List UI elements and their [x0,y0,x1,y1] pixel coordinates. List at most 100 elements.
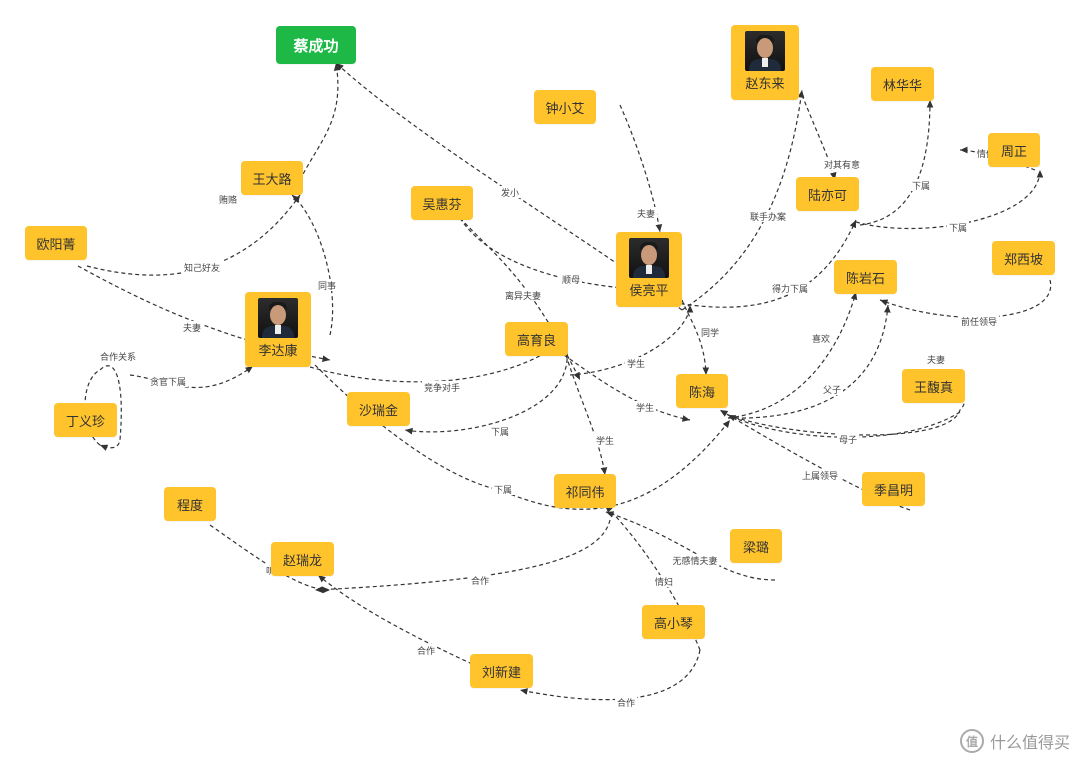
edge-line [565,354,608,476]
edge-label-bg [947,221,969,233]
node-label: 高育良 [516,333,556,349]
edge-label: 母子 [839,435,857,446]
node-zhouzheng: 周正 [988,133,1040,167]
edge-label-bg [653,575,675,587]
node-label: 祁同伟 [565,485,605,501]
edge-label-bg [810,332,832,344]
edge-label-bg [560,273,582,285]
edge-line [314,364,731,510]
edge-label: 顺母 [562,275,580,286]
edge-label: 贪官下属 [150,376,186,388]
node-label: 欧阳菁 [36,237,76,253]
node-label: 陆亦可 [807,188,847,204]
edge-label: 合作关系 [100,351,136,363]
edge-label: 情妇 [655,576,673,588]
edge-line [317,574,486,671]
edge-label-bg [182,261,222,273]
edge-line [604,504,701,651]
edge-line [404,344,568,435]
node-lianglu: 梁璐 [730,529,782,563]
edge-label-bg [181,321,203,333]
node-wuhf: 吴惠芬 [411,186,473,220]
node-liuxj: 刘新建 [470,654,533,688]
edge-label: 学生 [627,358,645,370]
node-label: 蔡成功 [293,36,339,55]
node-label: 林华华 [882,78,922,94]
node-label: 侯亮平 [629,284,669,299]
watermark-text: 什么值得买 [989,733,1070,752]
edge-line [309,339,566,383]
edge-label: 贿赂 [219,194,237,206]
node-wangfz: 王馥真 [902,369,965,403]
edge-label-bg [148,375,188,387]
edge-label: 下属 [491,427,509,438]
edge-line [314,519,611,593]
node-label: 丁义珍 [65,414,105,430]
edge-label-bg [837,433,859,445]
node-linhh: 林华华 [871,67,934,101]
node-qitw: 祁同伟 [554,474,616,508]
edge-line [681,89,805,311]
node-label: 李达康 [258,344,298,359]
edge-label-bg [499,186,521,198]
node-label: 季昌明 [873,483,913,499]
node-luyk: 陆亦可 [796,177,859,211]
edge-line [855,169,1044,230]
node-label: 郑西坡 [1003,252,1043,268]
edge-label: 合作 [417,645,435,657]
edge-label-bg [469,574,491,586]
edge-label: 下属 [494,485,512,496]
node-label: 沙瑞金 [358,403,398,419]
edge-line [879,279,1052,319]
edge-label: 下属 [949,223,967,234]
node-zhaodl: 赵东来 [731,25,799,100]
edge-label-bg [422,381,462,393]
node-label: 赵瑞龙 [282,553,322,569]
portrait-icon [258,298,298,338]
edge-label: 夫妻 [927,354,945,366]
node-label: 陈海 [688,385,715,401]
edge-label-bg [822,158,862,170]
edge-line [801,94,837,181]
node-zhongxa: 钟小艾 [534,90,596,124]
edge-label-bg [503,289,543,301]
edge-label-bg [910,179,932,191]
edge-label-bg [98,350,138,362]
edge-label: 同事 [318,280,336,292]
portrait-icon [745,31,785,71]
edge-line [291,194,334,336]
edge-label-bg [492,483,514,495]
node-chenhai: 陈海 [676,374,728,408]
edge-line [299,62,341,181]
node-label: 吴惠芬 [422,197,462,213]
edge-label: 合作 [617,697,635,709]
node-label: 王大路 [252,172,292,188]
edge-label-bg [959,315,999,327]
edge-label: 夫妻 [637,208,655,220]
node-houlp: 侯亮平 [616,232,682,307]
edge-label: 上属领导 [802,470,838,482]
edge-label-bg [925,353,947,365]
edge-label: 竞争对手 [424,382,460,394]
edge-label-bg [770,282,810,294]
edge-label-bg [594,434,616,446]
node-label: 刘新建 [481,665,521,681]
node-cai: 蔡成功 [276,26,356,64]
edge-label-bg [625,357,647,369]
edge-label-bg [316,279,338,291]
node-label: 王馥真 [913,380,953,396]
node-label: 程度 [176,498,203,514]
node-label: 高小琴 [653,616,693,632]
edge-label-bg [821,383,843,395]
node-zhaorl: 赵瑞龙 [271,542,334,576]
node-gaoyl: 高育良 [505,322,568,356]
watermark-icon: 值 [959,729,984,753]
edge-line [77,265,331,362]
edge-label-bg [699,326,721,338]
edge-line [209,524,331,594]
edge-label-bg [615,696,637,708]
edge-label-bg [217,193,239,205]
edge-label-bg [670,554,720,566]
edge-label: 联手办案 [750,211,786,223]
node-label: 钟小艾 [545,101,585,117]
